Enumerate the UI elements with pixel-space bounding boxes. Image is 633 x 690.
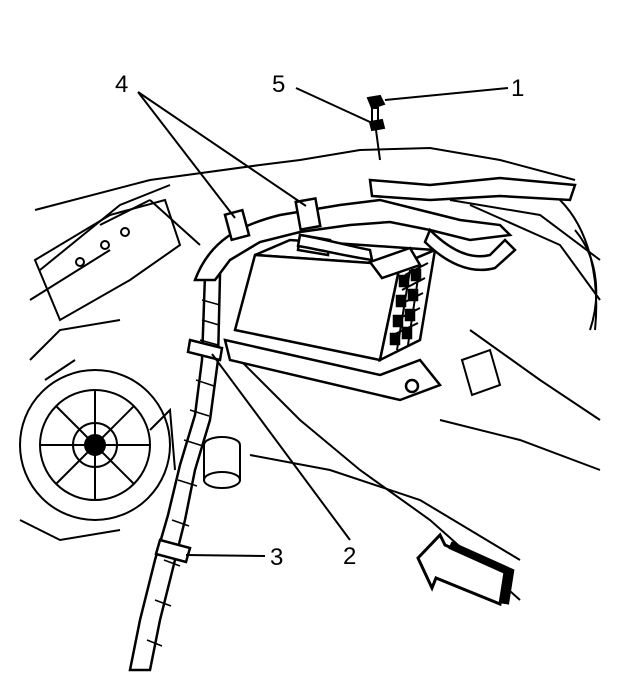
side-rail [33, 198, 182, 322]
callout-4: 4 [115, 71, 129, 98]
cooling-fan [19, 319, 176, 542]
coolant-fitting [203, 436, 241, 489]
leader-4a [137, 91, 236, 219]
leader-1 [384, 87, 509, 101]
bolt [366, 94, 386, 161]
leader-4b [137, 91, 307, 207]
wiring-harness-vertical [128, 273, 222, 672]
body-panel-lines [29, 146, 601, 601]
callout-2: 2 [343, 543, 357, 570]
callout-3: 3 [270, 544, 284, 571]
direction-arrow [416, 532, 515, 607]
leader-lines [137, 87, 509, 557]
harness-clip-4 [223, 197, 322, 242]
callout-5: 5 [272, 71, 286, 98]
wiring-harness-top [193, 176, 577, 282]
leader-2 [211, 353, 351, 541]
leader-5 [295, 87, 371, 123]
callout-1: 1 [511, 75, 525, 102]
harness-clip-3 [154, 538, 192, 564]
leader-3 [185, 554, 266, 557]
electrical-connector [460, 348, 502, 397]
